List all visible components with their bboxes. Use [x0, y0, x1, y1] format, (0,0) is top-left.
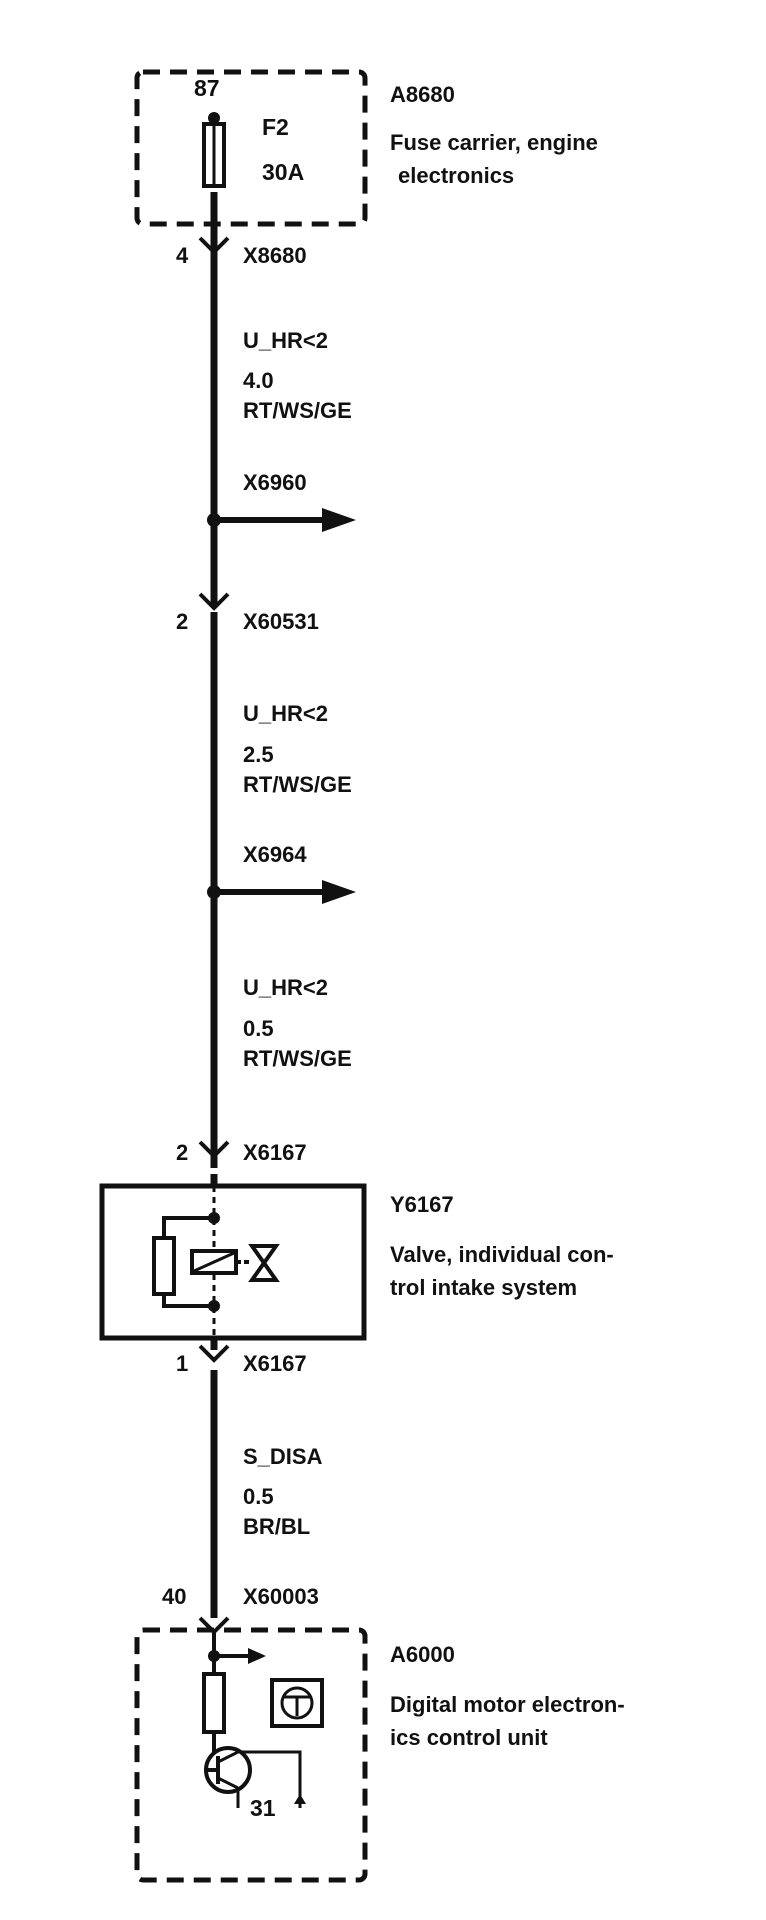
connector-x6167-bottom-id: X6167	[243, 1351, 307, 1376]
ecu-box[interactable]: 31	[134, 1627, 368, 1883]
resistor-symbol	[152, 1236, 176, 1296]
fuse-carrier-box[interactable]: 87 F2 30A	[134, 69, 368, 227]
fuse-name: F2	[262, 114, 289, 140]
branch-x6964-id: X6964	[243, 842, 307, 867]
wire-1-signal: U_HR<2	[243, 328, 328, 353]
fuse-carrier-desc-1: Fuse carrier, engine	[390, 130, 598, 155]
wire-3-size: 0.5	[243, 1016, 274, 1041]
connector-x6167-bottom-symbol	[198, 1344, 230, 1363]
connector-x6167-bottom-pin: 1	[176, 1351, 188, 1376]
connector-x60003-id: X60003	[243, 1584, 319, 1609]
connector-x6167-top-pin: 2	[176, 1140, 188, 1165]
ecu-desc-2: ics control unit	[390, 1725, 548, 1750]
connector-x8680-symbol	[198, 236, 230, 255]
fuse-pin-number: 87	[194, 75, 220, 101]
connector-x60531-pin: 2	[176, 609, 188, 634]
connector-x6167-top-id: X6167	[243, 1140, 307, 1165]
branch-x6960-arrow[interactable]	[207, 508, 356, 532]
connector-x60531-symbol	[198, 592, 230, 611]
wire-4-size: 0.5	[243, 1484, 274, 1509]
branch-x6964-arrow[interactable]	[207, 880, 356, 904]
connector-x6167-top-symbol	[198, 1140, 230, 1159]
ground-icon	[294, 1794, 306, 1804]
wire-4-color: BR/BL	[243, 1514, 310, 1539]
valve-symbol-icon	[248, 1244, 280, 1282]
fuse-terminal-dot	[208, 112, 220, 124]
wire-2-signal: U_HR<2	[243, 701, 328, 726]
fuse-rating: 30A	[262, 159, 304, 185]
ecu-desc-1: Digital motor electron-	[390, 1692, 625, 1717]
connector-x60003-pin: 40	[162, 1584, 186, 1609]
fuse-carrier-desc-2: electronics	[398, 163, 514, 188]
wire-2-size: 2.5	[243, 742, 274, 767]
valve-box[interactable]	[99, 1183, 367, 1341]
connector-x60531-id: X60531	[243, 609, 319, 634]
fuse-carrier-id: A8680	[390, 82, 455, 107]
ecu-id: A6000	[390, 1642, 455, 1667]
connector-x8680-pin: 4	[176, 243, 189, 268]
wire-1-color: RT/WS/GE	[243, 398, 352, 423]
wire-1-size: 4.0	[243, 368, 274, 393]
valve-desc-1: Valve, individual con-	[390, 1242, 614, 1267]
ecu-resistor-symbol	[202, 1672, 226, 1734]
wire-2-color: RT/WS/GE	[243, 772, 352, 797]
wire-3-color: RT/WS/GE	[243, 1046, 352, 1071]
wire-4-signal: S_DISA	[243, 1444, 323, 1469]
ecu-ground-pin: 31	[250, 1795, 276, 1821]
branch-x6960-id: X6960	[243, 470, 307, 495]
wire-3-signal: U_HR<2	[243, 975, 328, 1000]
valve-desc-2: trol intake system	[390, 1275, 577, 1300]
connector-x8680-id: X8680	[243, 243, 307, 268]
valve-id: Y6167	[390, 1192, 454, 1217]
